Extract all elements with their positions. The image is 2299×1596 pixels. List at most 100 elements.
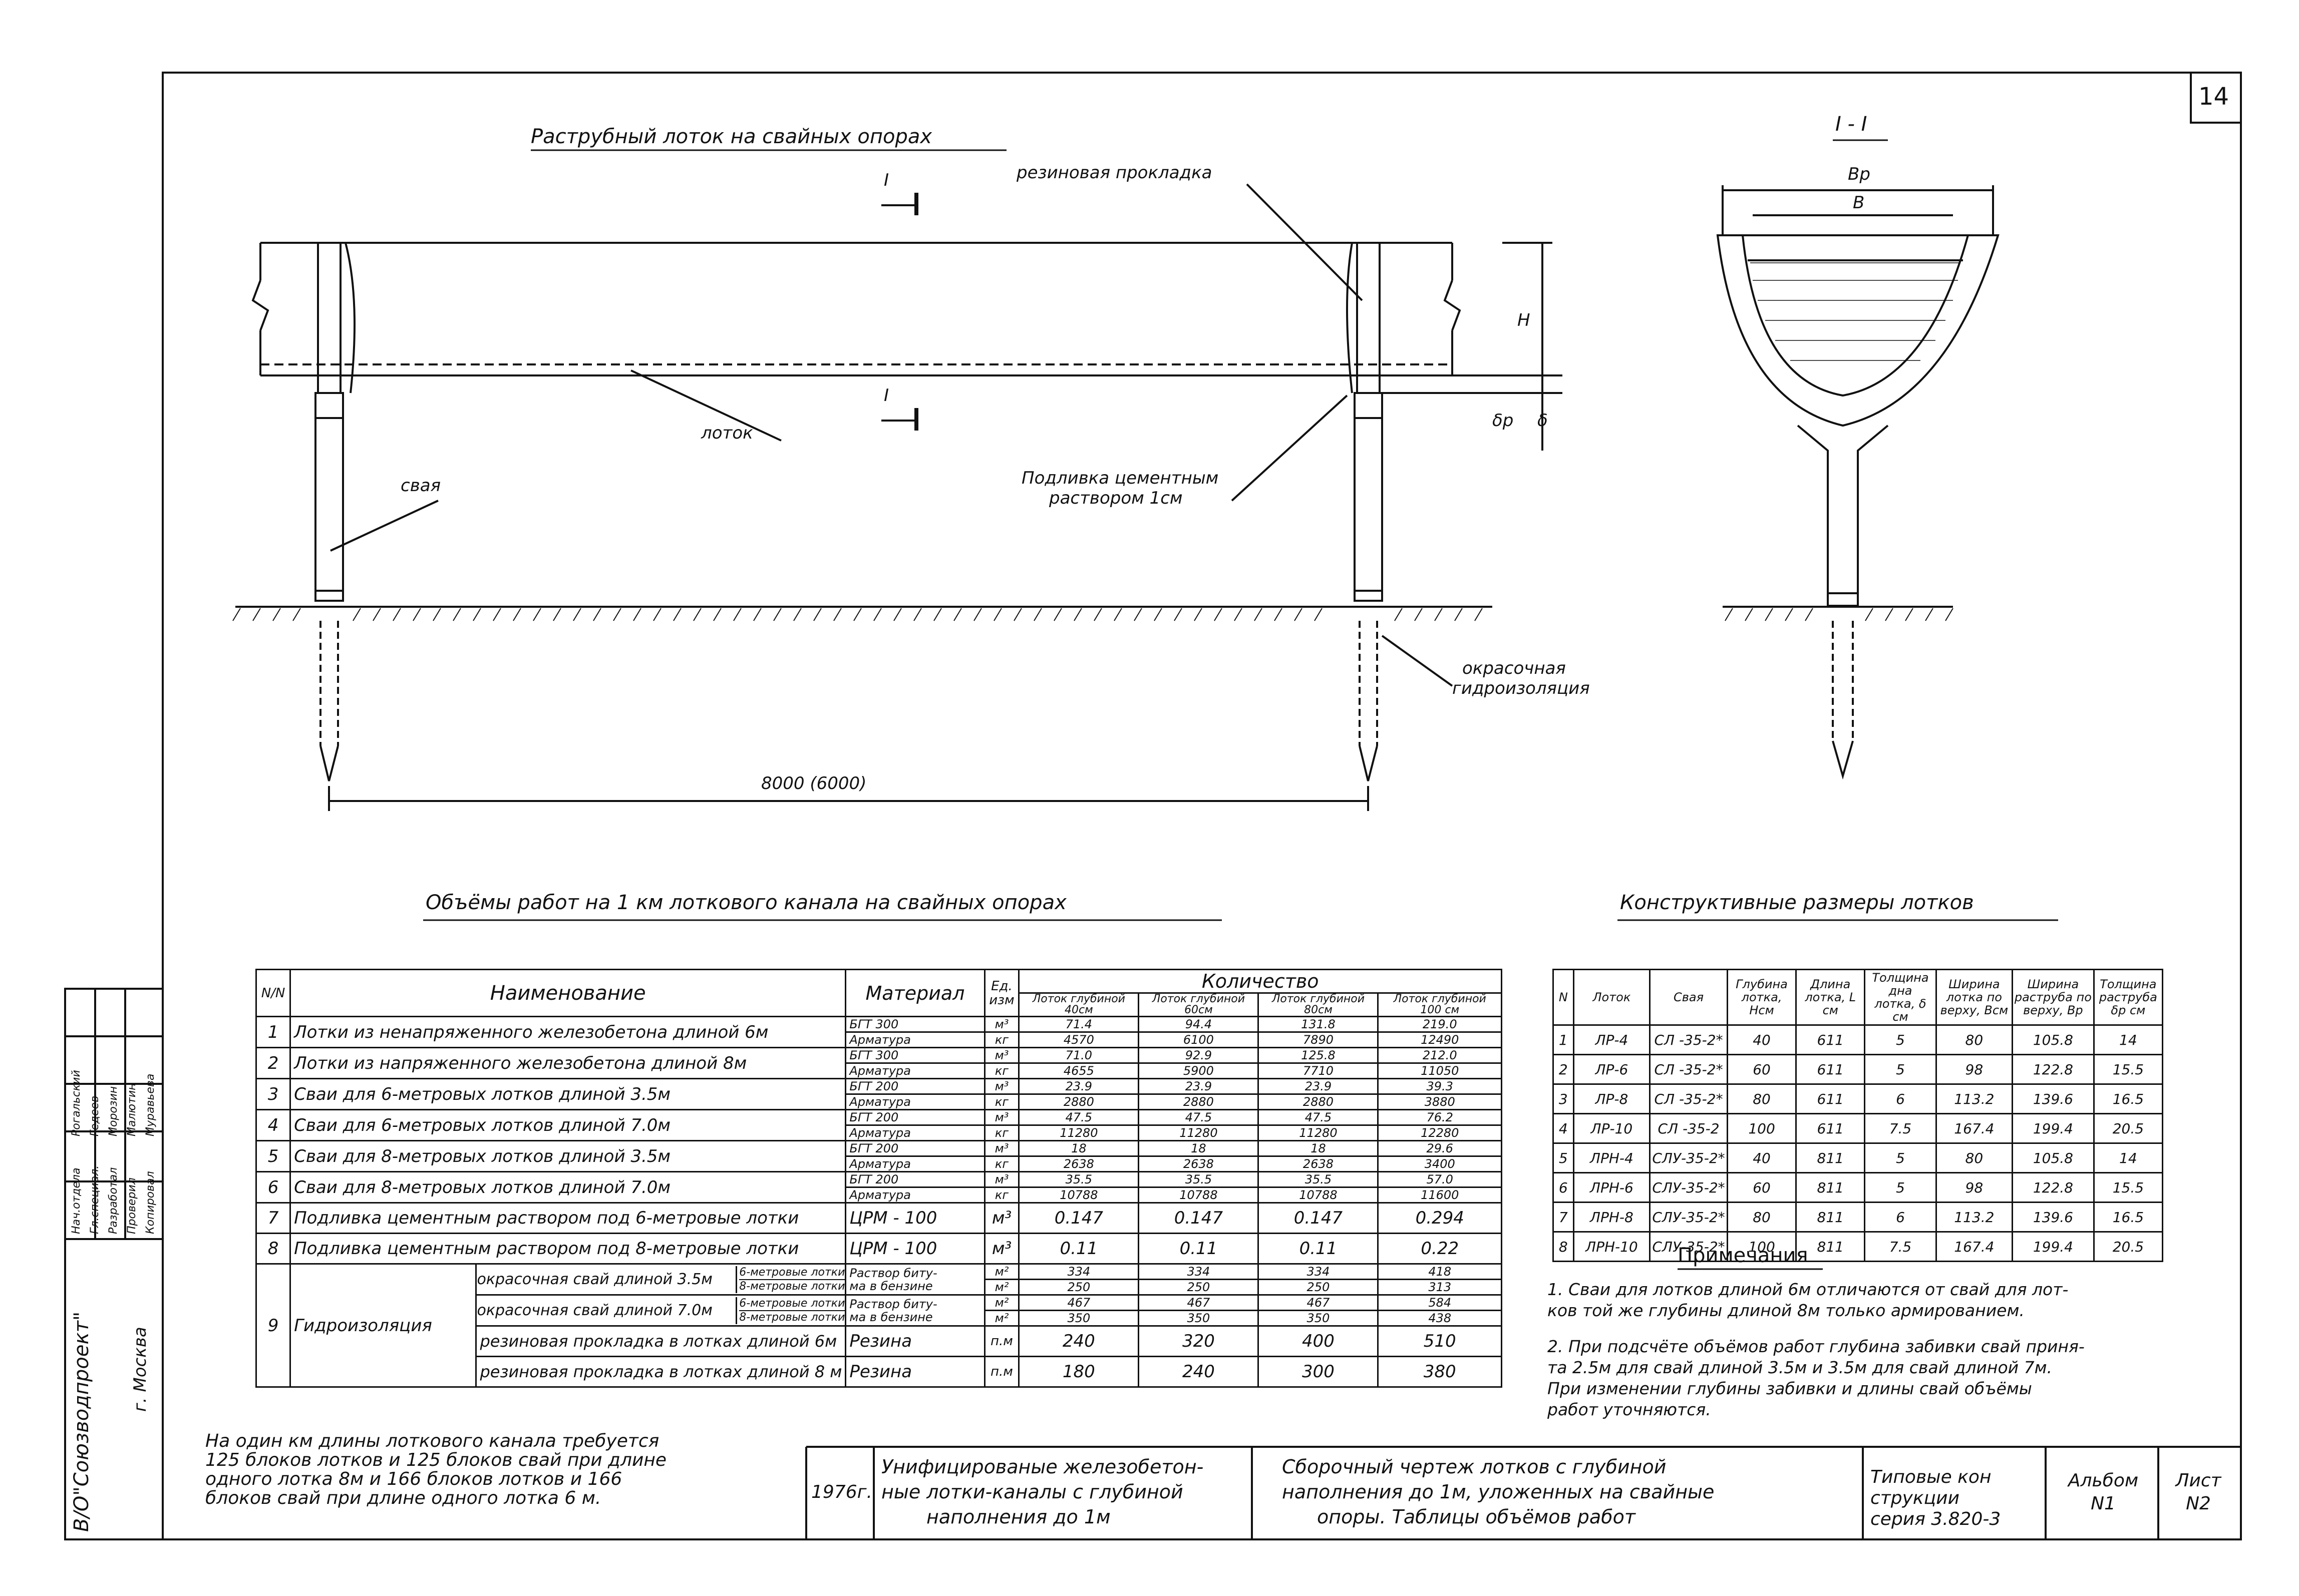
row-unit: кг [983,1124,1020,1141]
row-value: 584 [1377,1294,1502,1311]
row-value: 35.5 [1257,1171,1379,1188]
row-value: 2638 [1138,1155,1259,1172]
row-name: Гидроизоляция [289,1263,477,1388]
stamp-city: г. Москва [130,1327,150,1412]
col-material: Материал [845,969,986,1017]
footnote-line-1: На один км длины лоткового канала требуе… [205,1431,660,1451]
row-value: 0.11 [1018,1233,1140,1265]
dims-header: Лоток [1572,969,1651,1026]
row-value: 250 [1257,1279,1379,1296]
row-value: 320 [1138,1325,1259,1357]
dims-header: Ширина раструба по верху, Вр [2012,969,2095,1026]
row-value: 240 [1138,1356,1259,1388]
row-unit: кг [983,1031,1020,1048]
dims-cell: 8 [1552,1231,1574,1262]
section-mark-top: I [884,170,889,190]
col-q3: Лоток глубиной 80см [1257,992,1379,1017]
row-value: 334 [1138,1263,1259,1280]
stamp-name: Морозин [107,1086,120,1136]
dims-cell: 139.6 [2012,1083,2095,1114]
dims-cell: 20.5 [2093,1231,2164,1262]
dims-header: Свая [1649,969,1728,1026]
paint-label-1: окрасочная [1462,658,1566,678]
dims-cell: СЛУ-35-2* [1649,1202,1728,1233]
dims-cell: СЛУ-35-2* [1649,1231,1728,1262]
col-q2: Лоток глубиной 60см [1138,992,1259,1017]
tb-sheet-title: Сборочный чертеж лотков с глубиной напол… [1282,1454,1714,1529]
dims-cell: 611 [1795,1024,1866,1055]
tb-album-2: N1 [2091,1493,2116,1514]
row-value: 10788 [1257,1186,1379,1204]
row-unit: м² [983,1294,1020,1311]
row-value: 12490 [1377,1031,1502,1048]
row-num: 5 [255,1140,291,1172]
dims-cell: 6 [1864,1083,1937,1114]
tb-sheet-2: наполнения до 1м, уложенных на свайные [1282,1481,1715,1503]
row-unit: м² [983,1279,1020,1296]
row-value: 418 [1377,1263,1502,1280]
row-material: БГТ 200 [845,1140,986,1157]
row-value: 92.9 [1138,1047,1259,1064]
row-unit: кг [983,1186,1020,1204]
row-value: 0.147 [1257,1202,1379,1234]
dims-cell: 100 [1726,1231,1797,1262]
row-value: 23.9 [1138,1078,1259,1095]
dims-cell: 6 [1552,1172,1574,1203]
row-value: 10788 [1018,1186,1140,1204]
dims-cell: 15.5 [2093,1172,2164,1203]
row-value: 2638 [1257,1155,1379,1172]
row-value: 219.0 [1377,1016,1502,1033]
title-block-frame [805,1446,2241,1539]
row-value: 0.294 [1377,1202,1502,1234]
dims-cell: ЛР-6 [1572,1054,1651,1085]
row-unit: м³ [983,1140,1020,1157]
row-value: 2880 [1018,1093,1140,1110]
row-value: 2880 [1257,1093,1379,1110]
row-material: Резина [845,1325,986,1357]
volumes-table: N/N Наименование Материал Ед.изм Количес… [255,969,1502,1388]
dims-cell: СЛУ-35-2* [1649,1172,1728,1203]
row-value: 11280 [1138,1124,1259,1141]
dims-cell: 167.4 [1935,1113,2014,1144]
hydro-eight: 8-метровые лотки [739,1311,845,1324]
row-value: 12280 [1377,1124,1502,1141]
dims-cell: 15.5 [2093,1054,2164,1085]
row-value: 467 [1257,1294,1379,1311]
stamp-role: Копировал [144,1171,157,1234]
row-name: Сваи для 6-метровых лотков длиной 3.5м [289,1078,847,1110]
stamp-role: Разработал [107,1167,120,1234]
row-value: 380 [1377,1356,1502,1388]
note-2d: работ уточняются. [1547,1400,1711,1419]
row-material: Резина [845,1356,986,1388]
row-name: Сваи для 8-метровых лотков длиной 7.0м [289,1171,847,1204]
row-value: 350 [1018,1310,1140,1327]
row-unit: м³ [983,1109,1020,1126]
row-material: БГТ 200 [845,1171,986,1188]
row-value: 23.9 [1257,1078,1379,1095]
hydro-six: 6-метровые лотки [739,1297,844,1311]
row-unit: м³ [983,1233,1020,1265]
dims-cell: СЛУ-35-2* [1649,1142,1728,1173]
volumes-title: Объёмы работ на 1 км лоткового канала на… [426,891,1067,914]
dims-cell: 80 [1935,1142,2014,1173]
row-material: Арматура [845,1031,986,1048]
note-1b: ков той же глубины длиной 8м только арми… [1547,1301,2025,1320]
footnote-line-4: блоков свай при длине одного лотка 6 м. [205,1488,601,1508]
dims-cell: 167.4 [1935,1231,2014,1262]
dims-cell: СЛ -35-2* [1649,1024,1728,1055]
dims-cell: СЛ -35-2 [1649,1113,1728,1144]
dims-cell: 16.5 [2093,1083,2164,1114]
dims-cell: 811 [1795,1202,1866,1233]
